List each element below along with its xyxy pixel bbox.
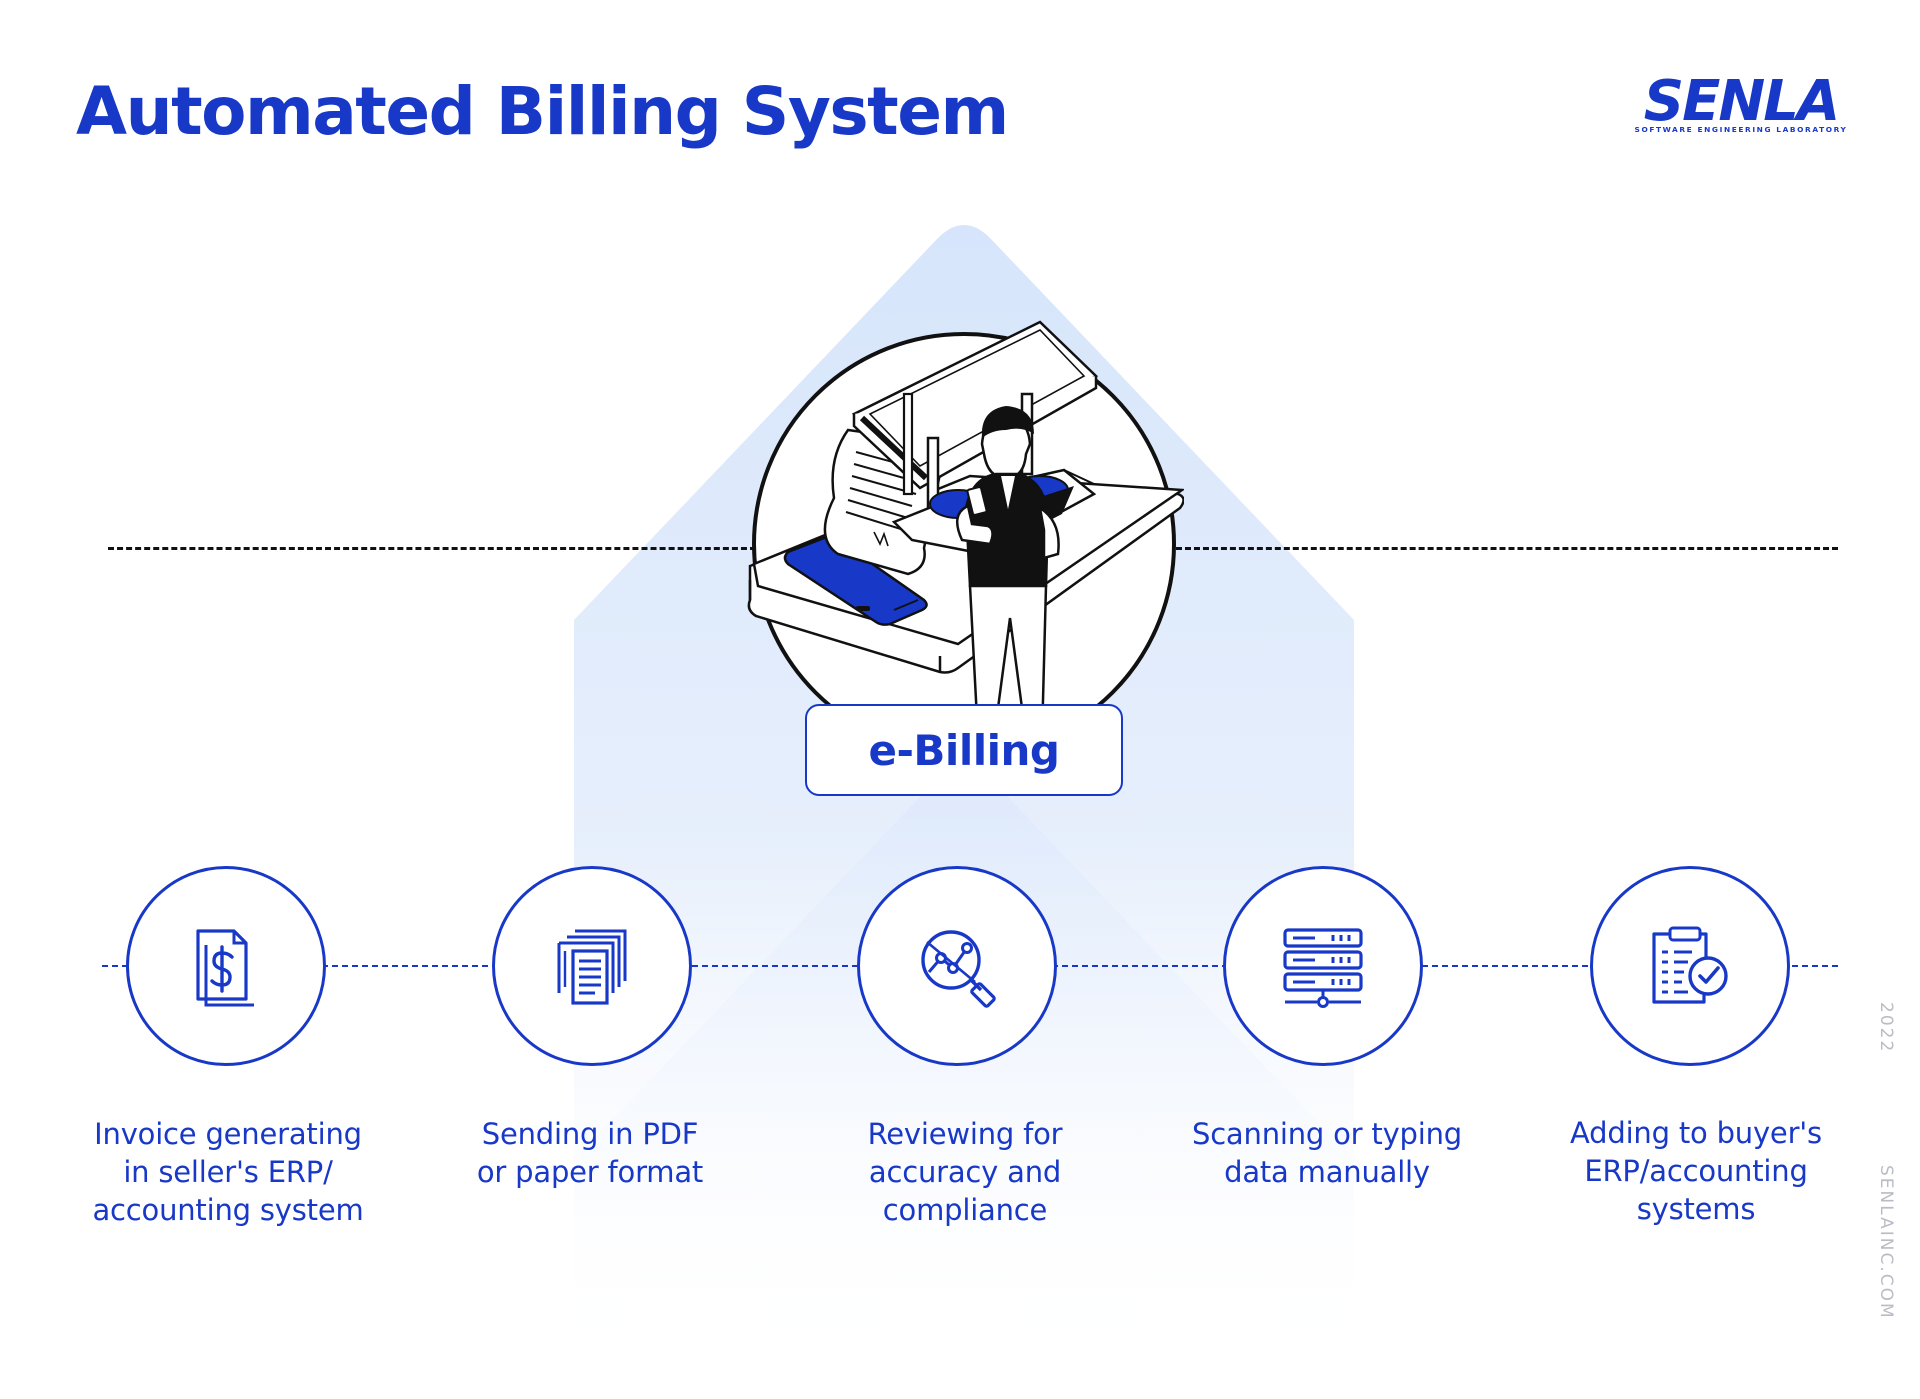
logo-subtitle: SOFTWARE ENGINEERING LABORATORY: [1634, 125, 1848, 134]
step-label: Adding to buyer's ERP/accounting systems: [1570, 1116, 1822, 1226]
hero-illustration: [747, 320, 1184, 738]
clipboard-check-icon: [1652, 926, 1728, 1004]
invoice-dollar-icon: [196, 929, 254, 1007]
server-data-icon: [1283, 928, 1363, 1008]
step-label: Sending in PDF or paper format: [476, 1117, 704, 1189]
step-circle: [126, 866, 326, 1066]
side-website: SENLAINC.COM: [1876, 1165, 1896, 1320]
step-circle: [857, 866, 1057, 1066]
ebilling-label-box: e-Billing: [805, 704, 1123, 796]
logo-wordmark: SENLA: [1643, 69, 1840, 134]
page-title: Automated Billing System: [76, 73, 1009, 150]
step-label: Reviewing for accuracy and compliance: [867, 1117, 1063, 1227]
step-label: Invoice generating in seller's ERP/ acco…: [92, 1117, 364, 1227]
person-figure: [955, 406, 1060, 738]
dashed-divider-left: [108, 547, 756, 550]
side-year: 2022: [1876, 1002, 1896, 1054]
dashed-divider-right: [1176, 547, 1838, 550]
step-circle: [1223, 866, 1423, 1066]
step-label: Scanning or typing data manually: [1191, 1117, 1463, 1189]
step-circle: [492, 866, 692, 1066]
paper-documents-icon: [557, 929, 627, 1005]
step-circle: [1590, 866, 1790, 1066]
magnifier-chart-icon: [921, 930, 996, 1008]
senla-logo: SENLA SOFTWARE ENGINEERING LABORATORY: [1630, 74, 1852, 136]
